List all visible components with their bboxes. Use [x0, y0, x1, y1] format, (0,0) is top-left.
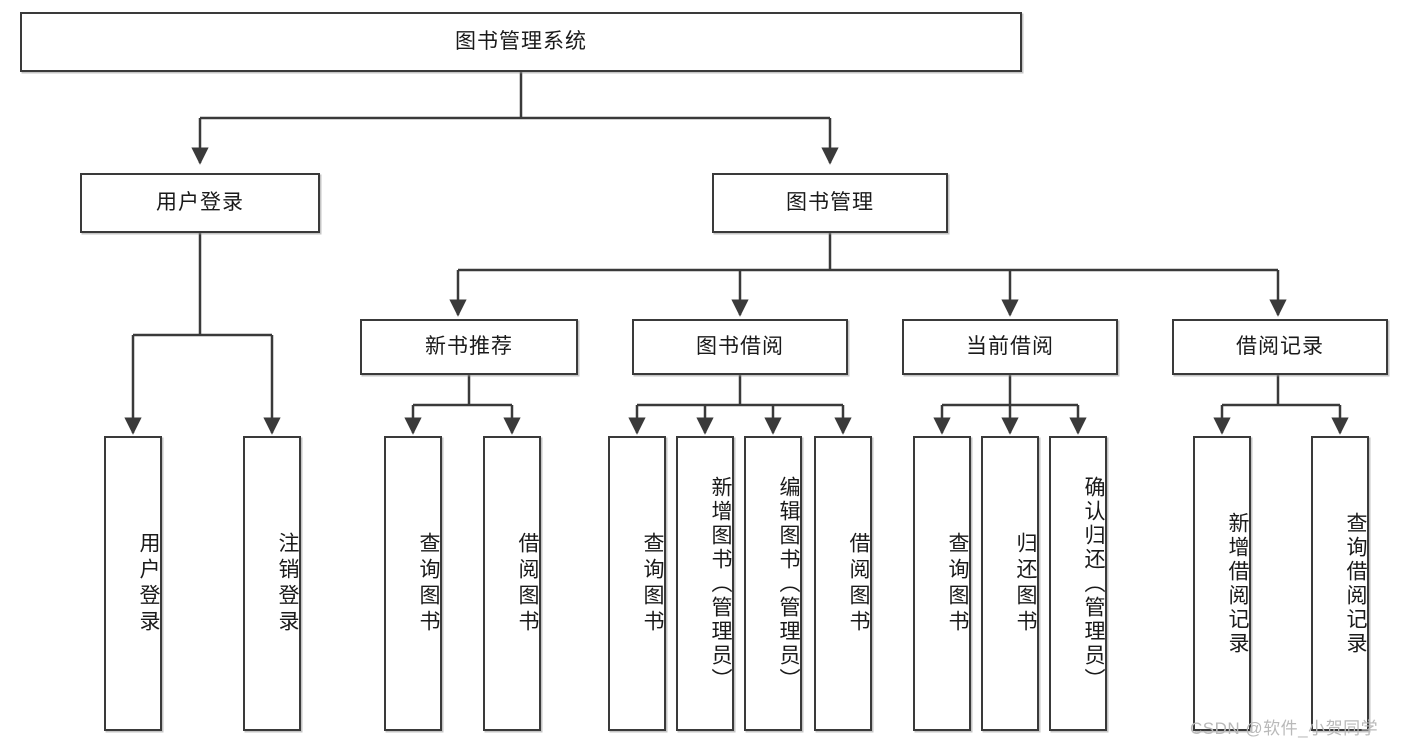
leaf-confirm-return-admin[interactable]: 确认归还（管理员） — [1049, 436, 1107, 731]
leaf-logout-login[interactable]: 注销登录 — [243, 436, 301, 731]
node-book-borrow[interactable]: 图书借阅 — [632, 319, 848, 375]
leaf-borrow-book[interactable]: 借阅图书 — [814, 436, 872, 731]
node-book-management[interactable]: 图书管理 — [712, 173, 948, 233]
leaf-query-book-borrow[interactable]: 查询图书 — [608, 436, 666, 731]
csdn-watermark: CSDN @软件_小贺同学 — [1190, 719, 1379, 738]
leaf-return-book[interactable]: 归还图书 — [981, 436, 1039, 731]
node-root-library-system[interactable]: 图书管理系统 — [20, 12, 1022, 72]
node-borrow-record[interactable]: 借阅记录 — [1172, 319, 1388, 375]
leaf-add-book-admin[interactable]: 新增图书（管理员） — [676, 436, 734, 731]
leaf-query-borrow-record[interactable]: 查询借阅记录 — [1311, 436, 1369, 731]
leaf-add-borrow-record[interactable]: 新增借阅记录 — [1193, 436, 1251, 731]
leaf-query-book-recommend[interactable]: 查询图书 — [384, 436, 442, 731]
leaf-borrow-book-recommend[interactable]: 借阅图书 — [483, 436, 541, 731]
leaf-edit-book-admin[interactable]: 编辑图书（管理员） — [744, 436, 802, 731]
node-current-borrow[interactable]: 当前借阅 — [902, 319, 1118, 375]
node-user-login[interactable]: 用户登录 — [80, 173, 320, 233]
leaf-user-login[interactable]: 用户登录 — [104, 436, 162, 731]
leaf-query-book-current[interactable]: 查询图书 — [913, 436, 971, 731]
node-new-book-recommend[interactable]: 新书推荐 — [360, 319, 578, 375]
